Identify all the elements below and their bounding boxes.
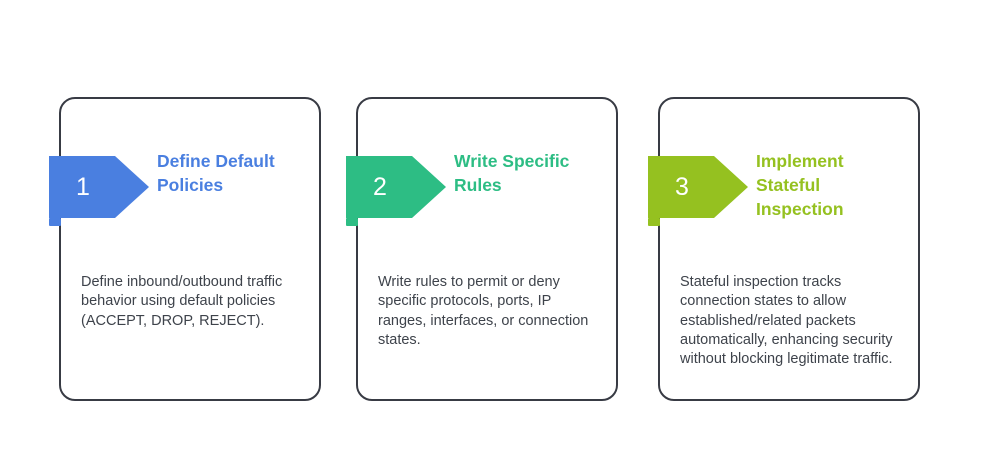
- step-1-accent-tab: [49, 218, 61, 226]
- step-1-title: Define Default Policies: [157, 151, 275, 196]
- step-1-arrow-icon: 1: [49, 156, 149, 218]
- step-3-title: Implement Stateful Inspection: [756, 151, 844, 220]
- step-3-arrow-icon: 3: [648, 156, 748, 218]
- step-2-number: 2: [373, 172, 387, 201]
- step-2-accent-tab: [346, 218, 358, 226]
- step-card-2: 2 Write Specific Rules Write rules to pe…: [346, 97, 618, 401]
- step-2-arrow-icon: 2: [346, 156, 446, 218]
- step-3-description: Stateful inspection tracks connection st…: [680, 274, 893, 368]
- step-1-description: Define inbound/outbound traffic behavior…: [81, 274, 283, 329]
- step-3-number: 3: [675, 172, 689, 201]
- step-card-3: 3 Implement Stateful Inspection Stateful…: [648, 97, 920, 401]
- step-3-accent-tab: [648, 218, 660, 226]
- step-card-1: 1 Define Default Policies Define inbound…: [49, 97, 321, 401]
- step-2-title: Write Specific Rules: [454, 151, 570, 196]
- step-1-number: 1: [76, 172, 90, 201]
- step-2-description: Write rules to permit or deny specific p…: [378, 274, 589, 348]
